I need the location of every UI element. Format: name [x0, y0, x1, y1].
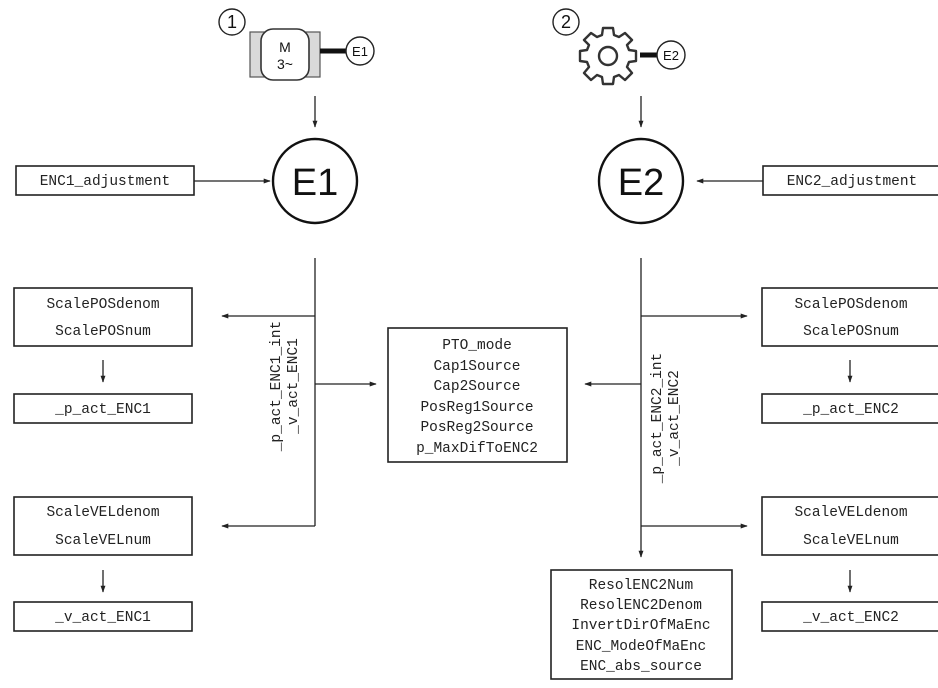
- enc2-params-box: ResolENC2Num ResolENC2Denom InvertDirOfM…: [550, 569, 733, 680]
- svg-text:ScalePOSnum: ScalePOSnum: [803, 324, 899, 340]
- svg-text:PTO_mode: PTO_mode: [442, 338, 512, 354]
- svg-text:_v_act_ENC1: _v_act_ENC1: [54, 610, 151, 626]
- svg-text:ENC1_adjustment: ENC1_adjustment: [40, 174, 171, 190]
- svg-text:PosReg2Source: PosReg2Source: [420, 420, 533, 436]
- svg-text:_v_act_ENC2: _v_act_ENC2: [802, 610, 899, 626]
- svg-text:1: 1: [227, 12, 237, 32]
- pos-scale-box-right: ScalePOSdenom ScalePOSnum: [761, 287, 938, 347]
- svg-text:Cap2Source: Cap2Source: [433, 379, 520, 395]
- svg-text:3~: 3~: [277, 56, 293, 72]
- vel-scale-box-right: ScaleVELdenom ScaleVELnum: [761, 496, 938, 556]
- svg-text:Cap1Source: Cap1Source: [433, 359, 520, 375]
- v-act-enc2-box: _v_act_ENC2: [761, 601, 938, 632]
- svg-text:ScaleVELnum: ScaleVELnum: [55, 533, 151, 549]
- svg-text:ResolENC2Denom: ResolENC2Denom: [580, 598, 702, 614]
- svg-text:PosReg1Source: PosReg1Source: [420, 400, 533, 416]
- small-encoder-e2: E2: [656, 40, 686, 70]
- encoder-e1: E1: [271, 137, 359, 225]
- signal-v-act-enc1: _v_act_ENC1: [286, 338, 302, 435]
- signal-p-act-enc2-int: _p_act_ENC2_int: [650, 353, 666, 485]
- gear-icon: [578, 26, 638, 86]
- marker-1: 1: [218, 8, 246, 36]
- signal-v-act-enc2: _v_act_ENC2: [667, 370, 683, 467]
- svg-text:2: 2: [561, 12, 571, 32]
- vel-scale-box-left: ScaleVELdenom ScaleVELnum: [13, 496, 193, 556]
- enc1-adjustment-box: ENC1_adjustment: [15, 165, 195, 196]
- svg-text:ScaleVELnum: ScaleVELnum: [803, 533, 899, 549]
- svg-text:ScaleVELdenom: ScaleVELdenom: [794, 505, 907, 521]
- center-params-box: PTO_mode Cap1Source Cap2Source PosReg1So…: [387, 327, 568, 463]
- marker-2: 2: [552, 8, 580, 36]
- svg-text:E1: E1: [292, 162, 338, 204]
- svg-text:ScalePOSdenom: ScalePOSdenom: [794, 297, 907, 313]
- small-encoder-e1: E1: [345, 36, 375, 66]
- svg-text:_p_act_ENC1: _p_act_ENC1: [54, 402, 151, 418]
- svg-text:ResolENC2Num: ResolENC2Num: [589, 578, 693, 594]
- pos-scale-box-left: ScalePOSdenom ScalePOSnum: [13, 287, 193, 347]
- svg-text:ENC_ModeOfMaEnc: ENC_ModeOfMaEnc: [576, 639, 707, 655]
- svg-text:ScalePOSdenom: ScalePOSdenom: [46, 297, 159, 313]
- svg-text:ENC_abs_source: ENC_abs_source: [580, 659, 702, 675]
- svg-text:ScaleVELdenom: ScaleVELdenom: [46, 505, 159, 521]
- svg-text:InvertDirOfMaEnc: InvertDirOfMaEnc: [571, 618, 710, 634]
- svg-text:E2: E2: [663, 48, 679, 63]
- v-act-enc1-box: _v_act_ENC1: [13, 601, 193, 632]
- p-act-enc2-box: _p_act_ENC2: [761, 393, 938, 424]
- enc2-adjustment-box: ENC2_adjustment: [762, 165, 938, 196]
- svg-text:p_MaxDifToENC2: p_MaxDifToENC2: [416, 441, 538, 457]
- svg-text:ENC2_adjustment: ENC2_adjustment: [787, 174, 918, 190]
- motor-icon: M 3~: [249, 28, 321, 81]
- p-act-enc1-box: _p_act_ENC1: [13, 393, 193, 424]
- svg-text:E1: E1: [352, 44, 368, 59]
- svg-text:M: M: [279, 39, 291, 55]
- svg-text:ScalePOSnum: ScalePOSnum: [55, 324, 151, 340]
- encoder-e2: E2: [597, 137, 685, 225]
- svg-text:_p_act_ENC2: _p_act_ENC2: [802, 402, 899, 418]
- svg-text:E2: E2: [618, 162, 664, 204]
- signal-p-act-enc1-int: _p_act_ENC1_int: [269, 321, 285, 453]
